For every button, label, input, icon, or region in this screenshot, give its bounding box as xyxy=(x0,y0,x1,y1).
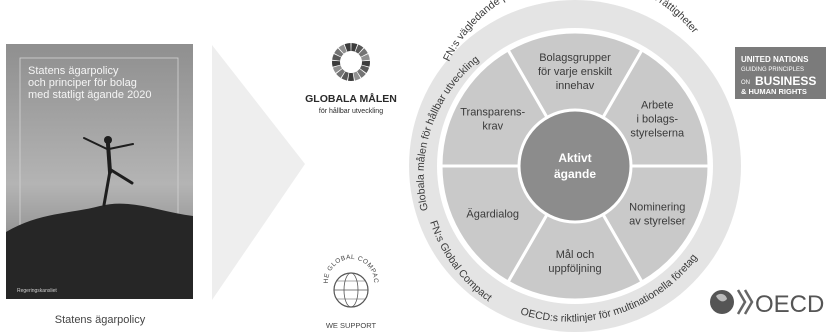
ownership-wheel: Aktivt ägande Bolagsgrupper för varje ens… xyxy=(409,0,741,332)
sdg-wedge xyxy=(359,65,370,74)
sdg-wedge xyxy=(351,43,358,52)
global-compact-support: WE SUPPORT xyxy=(326,321,377,330)
wheel-segment-label: Mål och xyxy=(556,249,595,261)
sdg-wedge xyxy=(360,53,370,61)
arrow-shape xyxy=(212,45,305,300)
sdg-wedge xyxy=(347,72,355,81)
globala-malen-logo: GLOBALA MÅLEN för hållbar utveckling xyxy=(305,43,397,115)
cover-title-line-2: och principer för bolag xyxy=(28,77,137,89)
wheel-segment-label: styrelserna xyxy=(630,128,685,140)
oecd-logo: OECD xyxy=(710,289,824,318)
un-guiding-principles-logo: UNITED NATIONS GUIDING PRINCIPLES ON BUS… xyxy=(735,47,826,99)
un-line-3: BUSINESS xyxy=(755,74,816,88)
un-on: ON xyxy=(741,80,750,86)
sdg-wedge xyxy=(358,48,368,57)
wheel-segment-label: Bolagsgrupper xyxy=(539,52,611,64)
sdg-wedge xyxy=(332,60,341,67)
cover-title-line-3: med statligt ägande 2020 xyxy=(28,89,152,101)
wheel-center-line-1: Aktivt xyxy=(558,151,591,165)
sdg-wedge xyxy=(338,44,347,54)
sdg-wheel-icon xyxy=(332,43,370,81)
wheel-center xyxy=(517,108,633,224)
globala-malen-tagline: för hållbar utveckling xyxy=(319,107,383,115)
un-line-2: GUIDING PRINCIPLES xyxy=(741,67,804,73)
sdg-wedge xyxy=(332,53,342,61)
wheel-segment-label: i bolags- xyxy=(636,114,678,126)
un-line-1: UNITED NATIONS xyxy=(741,55,809,64)
sdg-wedge xyxy=(353,71,361,81)
sdg-wedge xyxy=(355,44,364,54)
cover-title-line-1: Statens ägarpolicy xyxy=(28,65,119,77)
report-cover: Statens ägarpolicy och principer för bol… xyxy=(6,44,193,299)
wheel-segment-label: innehav xyxy=(556,80,595,92)
oecd-globe-icon xyxy=(710,290,734,314)
sdg-wedge xyxy=(332,65,343,74)
globala-malen-name: GLOBALA MÅLEN xyxy=(305,92,397,105)
wheel-segment-label: Ägardialog xyxy=(466,209,519,221)
oecd-name: OECD xyxy=(755,291,824,318)
sdg-wedge xyxy=(361,60,370,67)
report-caption: Statens ägarpolicy xyxy=(54,314,146,326)
wheel-segment-label: Nominering xyxy=(629,202,685,214)
wheel-segment xyxy=(505,163,645,302)
sdg-wedge xyxy=(344,43,351,52)
wheel-center-line-2: ägande xyxy=(554,167,596,181)
wheel-segment-label: Transparens- xyxy=(460,107,525,119)
sdg-wedge xyxy=(357,68,366,78)
wheel-segment xyxy=(505,30,645,169)
wheel-segment-label: krav xyxy=(482,121,503,133)
sdg-wedge xyxy=(341,71,349,81)
sdg-wedge xyxy=(336,68,345,78)
wheel-segment-label: uppföljning xyxy=(548,263,601,275)
wheel-segment-label: Arbete xyxy=(641,100,673,112)
wheel-segment-label: av styrelser xyxy=(629,216,686,228)
sdg-wedge xyxy=(334,48,344,57)
cover-rocks-image xyxy=(6,203,193,299)
cover-footer: Regeringskansliet xyxy=(17,288,57,294)
wheel-segment-label: för varje enskilt xyxy=(538,66,612,78)
un-line-4: & HUMAN RIGHTS xyxy=(741,87,807,96)
cover-figure-image xyxy=(83,136,134,207)
